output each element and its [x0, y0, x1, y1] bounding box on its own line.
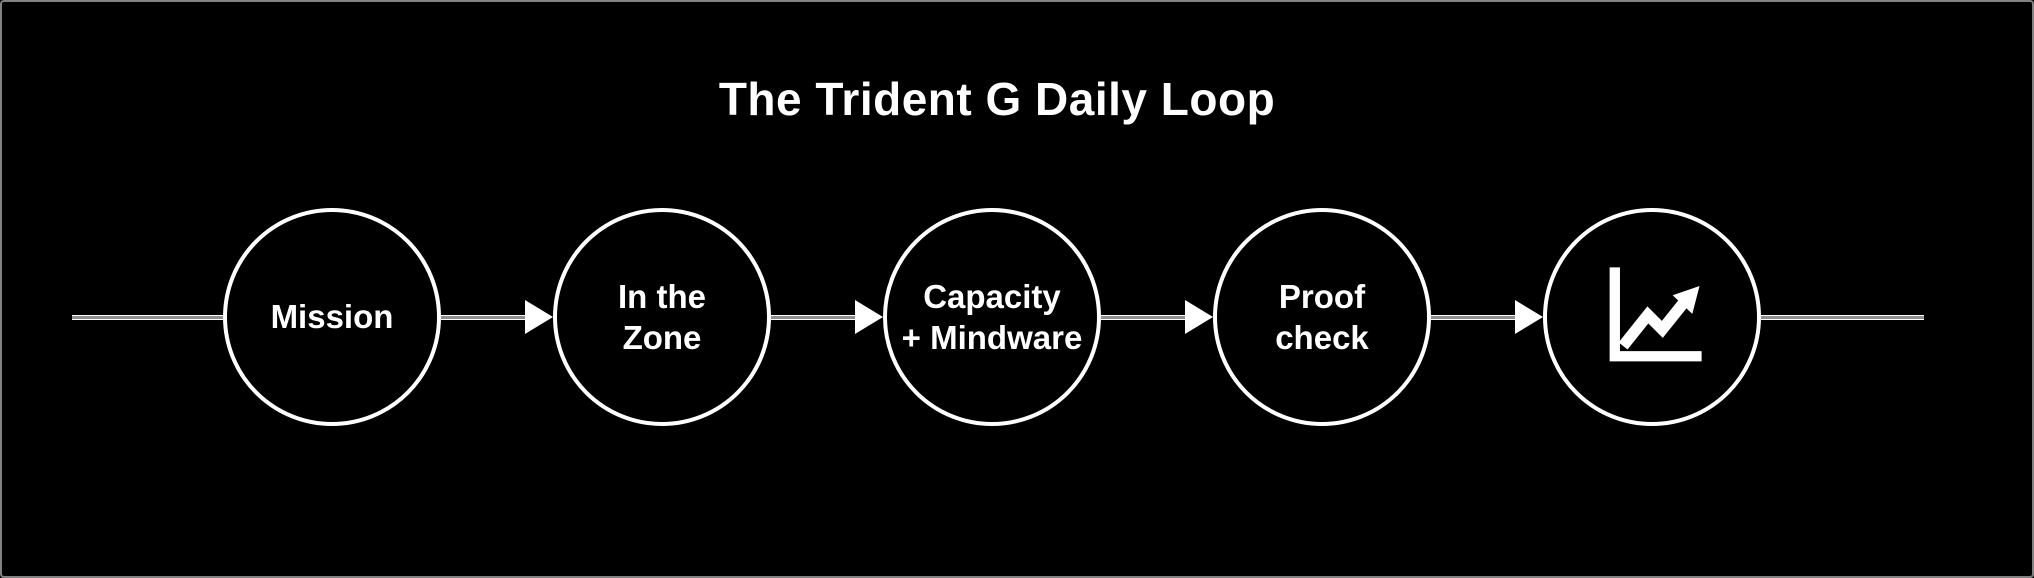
arrow-shaft	[1101, 314, 1185, 320]
flow-node-capacity-mindware: Capacity + Mindware	[883, 208, 1101, 426]
arrow-shaft	[1431, 314, 1515, 320]
flow-node-proof-check: Proof check	[1213, 208, 1431, 426]
arrow-right-icon	[1515, 300, 1543, 334]
arrow-shaft	[771, 314, 855, 320]
flow-lead-line	[72, 314, 223, 320]
arrow-right-icon	[525, 300, 553, 334]
node-label-proof-check: Proof check	[1275, 277, 1369, 356]
flow-connector-4	[1431, 300, 1543, 334]
node-label-in-the-zone: In the Zone	[618, 277, 706, 356]
arrow-right-icon	[855, 300, 883, 334]
line-chart-trending-up-icon	[1609, 267, 1702, 362]
node-label-capacity-mindware: Capacity + Mindware	[901, 277, 1083, 356]
flow-connector-2	[771, 300, 883, 334]
flow-tail-line	[1761, 314, 1924, 320]
flow-row: Mission In the Zone Capacity + Mindware …	[72, 208, 1924, 426]
arrow-shaft	[441, 314, 525, 320]
flow-node-in-the-zone: In the Zone	[553, 208, 771, 426]
node-label-mission: Mission	[270, 298, 394, 336]
arrow-right-icon	[1185, 300, 1213, 334]
flow-connector-3	[1101, 300, 1213, 334]
diagram-title: The Trident G Daily Loop	[718, 73, 1276, 125]
flow-node-mission: Mission	[223, 208, 441, 426]
flow-connector-1	[441, 300, 553, 334]
flow-node-progress-chart	[1543, 208, 1761, 426]
